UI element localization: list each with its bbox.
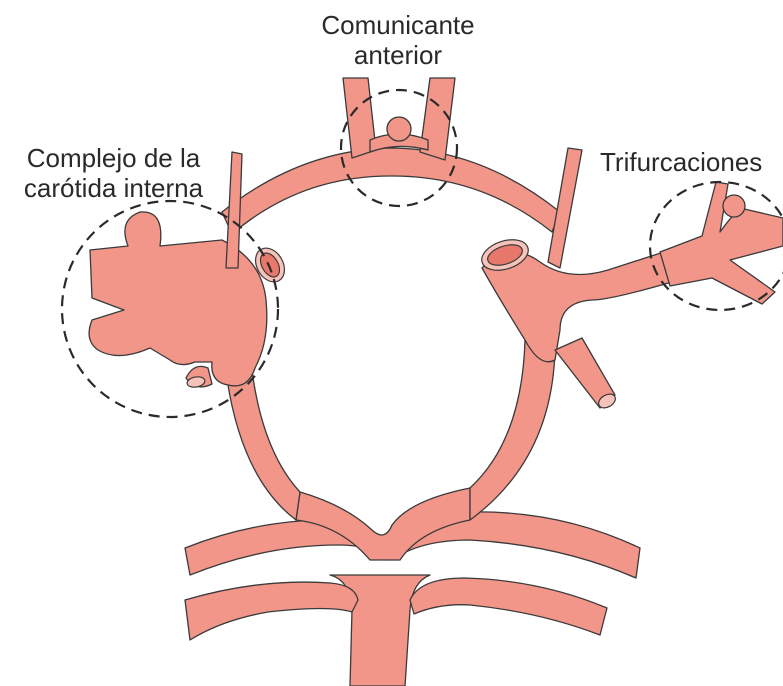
carotid-label-line1: Complejo de la	[6, 143, 221, 173]
carotid-complex-label: Complejo de la carótida interna	[6, 143, 221, 203]
trifurcations-label-line1: Trifurcaciones	[600, 147, 762, 177]
acom-label-line2: anterior	[308, 40, 488, 70]
trifurcation-aneurysm	[723, 195, 745, 217]
trifurcation-stem	[660, 182, 783, 304]
acom-label: Comunicante anterior	[308, 10, 488, 70]
bifurcation-hub	[296, 488, 470, 560]
basilar-artery-system	[185, 488, 640, 686]
carotid-label-line2: carótida interna	[6, 173, 221, 203]
right-lower-branch-2	[410, 578, 607, 635]
right-posterior-arm	[470, 340, 555, 520]
arc-top	[222, 148, 560, 234]
posterior-arms	[222, 320, 555, 520]
left-lower-branch-2	[185, 582, 358, 640]
left-carotid-body	[89, 212, 267, 386]
acom-aneurysm	[387, 117, 411, 141]
anterior-arc	[222, 148, 560, 234]
trifurcations-label: Trifurcaciones	[600, 147, 762, 177]
acom-label-line1: Comunicante	[308, 10, 488, 40]
